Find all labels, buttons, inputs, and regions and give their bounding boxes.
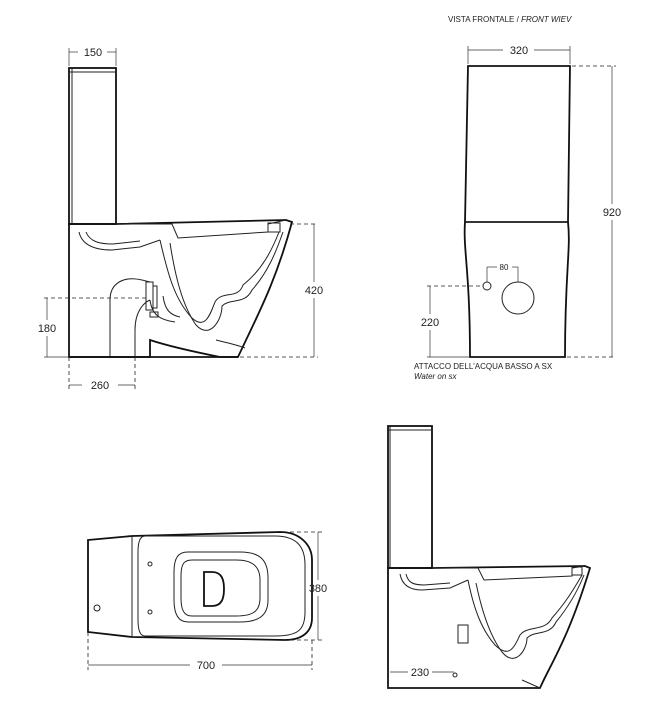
inlet-note-en: Water on sx (414, 372, 458, 381)
dim-tank-width: 150 (84, 47, 102, 59)
front-view-title-en: FRONT WIEV (521, 15, 572, 24)
side2-cistern (387, 425, 433, 569)
dim-inlet-offset: 80 (500, 263, 509, 272)
front-view-title: VISTA FRONTALE / (448, 15, 521, 24)
side-bowl (68, 219, 294, 358)
top-outline (87, 531, 313, 641)
top-view: 380 700 (87, 531, 327, 672)
dim-top-length: 700 (197, 660, 215, 672)
dim-front-width: 320 (510, 45, 528, 57)
svg-text:VISTA FRONTALE / FRONT WIEV: VISTA FRONTALE / FRONT WIEV (448, 15, 572, 24)
front-bowl (463, 221, 570, 358)
dim-side2-distance: 230 (411, 667, 429, 679)
dim-drain-distance: 260 (91, 380, 109, 392)
inlet-note: ATTACCO DELL'ACQUA BASSO A SX (414, 362, 553, 371)
side-view-2: 230 (387, 425, 592, 689)
front-cistern (464, 65, 571, 223)
dim-inlet-height: 220 (421, 317, 439, 329)
dim-bowl-height: 420 (305, 285, 323, 297)
side-cistern (68, 67, 117, 225)
dim-top-width: 380 (309, 583, 327, 595)
dim-total-height: 920 (603, 207, 621, 219)
dim-drain-height: 180 (38, 323, 56, 335)
front-view: VISTA FRONTALE / FRONT WIEV 320 920 80 (414, 15, 621, 381)
side2-bowl (387, 565, 592, 689)
side-view: 150 420 180 260 (38, 47, 323, 392)
top-seat (137, 535, 306, 637)
